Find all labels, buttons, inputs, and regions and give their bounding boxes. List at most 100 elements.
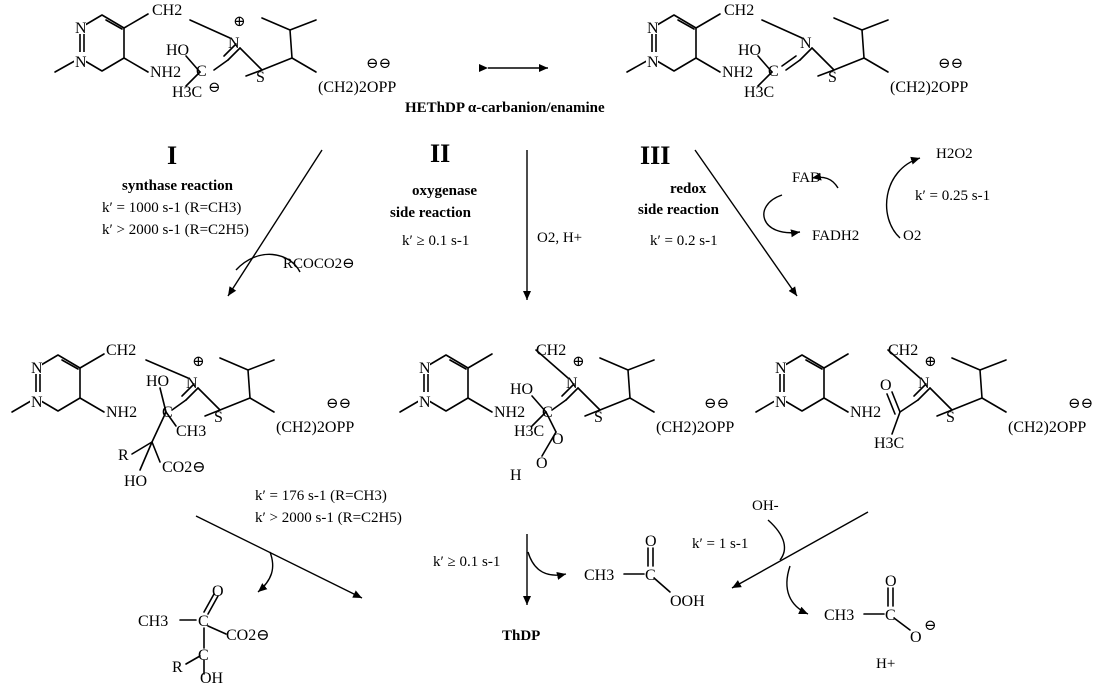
atom-n: N — [419, 394, 431, 411]
atom-n-plus: N — [186, 375, 198, 392]
charge-plus: ⊕ — [233, 14, 246, 30]
atom-s: S — [828, 69, 837, 86]
atom-n-plus: N — [918, 375, 930, 392]
atom-n: N — [75, 54, 87, 71]
acetate-product: CH3 C O O ⊖ H+ — [824, 573, 937, 672]
atom-co2: CO2⊖ — [226, 627, 270, 644]
atom-c: C — [542, 404, 553, 421]
decomp-iii-rate: k′ = 1 s-1 — [692, 536, 748, 552]
atom-co2: CO2⊖ — [162, 459, 206, 476]
pathway-ii-rate: k′ ≥ 0.1 s-1 — [402, 233, 469, 249]
charge-minus: ⊖ — [924, 618, 937, 634]
pathway-i-name: synthase reaction — [122, 178, 234, 194]
atom-n: N — [775, 360, 787, 377]
atom-ch2: CH2 — [888, 342, 918, 359]
atom-oh: OH — [200, 670, 224, 683]
atom-nh2: NH2 — [722, 64, 753, 81]
atom-h3c: H3C — [514, 423, 544, 440]
h2o2-label: H2O2 — [936, 146, 973, 162]
pathway-iii-arrow — [694, 149, 798, 297]
atom-h3c: H3C — [874, 435, 904, 452]
pathway-i-rate-2: k′ > 2000 s-1 (R=C2H5) — [102, 222, 249, 238]
atom-ch3: CH3 — [584, 567, 614, 584]
atom-ch2: CH2 — [724, 2, 754, 19]
atom-ch2: CH2 — [152, 2, 182, 19]
pathway-i-reagent-curve — [235, 253, 301, 273]
atom-s: S — [256, 69, 265, 86]
atom-n: N — [419, 360, 431, 377]
acetohydroxy-acid-product: CH3 C O CO2⊖ C R OH — [138, 583, 270, 683]
atom-chain: (CH2)2OPP — [276, 419, 354, 436]
fadh2-label: FADH2 — [812, 228, 859, 244]
atom-o: O — [552, 431, 564, 448]
atom-n: N — [775, 394, 787, 411]
atom-h3c: H3C — [744, 84, 774, 101]
decomp-ii-release-arrow — [527, 551, 567, 580]
atom-nh2: NH2 — [494, 404, 525, 421]
atom-ch2: CH2 — [106, 342, 136, 359]
intermediate-title: HEThDP α-carbanion/enamine — [405, 100, 605, 116]
charge-2minus: ⊖⊖ — [938, 56, 963, 72]
atom-o: O — [885, 573, 897, 590]
atom-n-plus: N — [566, 375, 578, 392]
atom-n: N — [800, 35, 812, 52]
decomp-i-arrow — [195, 515, 363, 599]
pathway-ii-name-1: oxygenase — [412, 183, 477, 199]
charge-plus: ⊕ — [192, 354, 205, 370]
atom-ch3: CH3 — [176, 423, 206, 440]
synthase-adduct: N N NH2 CH2 N ⊕ S HO C CH3 R CO2⊖ HO (CH… — [11, 342, 354, 490]
decomp-iii-arrow — [731, 511, 869, 589]
atom-ch3: CH3 — [824, 607, 854, 624]
atom-n: N — [647, 54, 659, 71]
decomp-ii-rate: k′ ≥ 0.1 s-1 — [433, 554, 500, 570]
pathway-numeral-ii: II — [430, 139, 450, 168]
atom-n: N — [75, 20, 87, 37]
charge-2minus: ⊖⊖ — [326, 396, 351, 412]
atom-n: N — [31, 360, 43, 377]
atom-c: C — [162, 404, 173, 421]
pathway-iii-name-2: side reaction — [638, 202, 720, 218]
atom-o: O — [880, 377, 892, 394]
atom-n: N — [647, 20, 659, 37]
atom-hplus: H+ — [876, 656, 895, 672]
charge-plus: ⊕ — [572, 354, 585, 370]
atom-h: H — [510, 467, 522, 484]
pathway-ii-reagent: O2, H+ — [537, 230, 582, 246]
atom-ch2: CH2 — [536, 342, 566, 359]
peracetic-acid-product: CH3 C O OOH — [584, 533, 705, 610]
atom-ch3: CH3 — [138, 613, 168, 630]
charge-2minus: ⊖⊖ — [366, 56, 391, 72]
atom-ho: HO — [738, 42, 761, 59]
atom-o: O — [536, 455, 548, 472]
atom-r: R — [172, 659, 183, 676]
charge-2minus: ⊖⊖ — [704, 396, 729, 412]
atom-o: O — [212, 583, 224, 600]
atom-n: N — [31, 394, 43, 411]
fadh2-oxidation-arrow — [811, 172, 839, 189]
atom-ooh: OOH — [670, 593, 705, 610]
atom-c: C — [885, 607, 896, 624]
atom-nh2: NH2 — [850, 404, 881, 421]
fad-reduction-arrow — [763, 194, 801, 238]
atom-h3c: H3C — [172, 84, 202, 101]
atom-nh2: NH2 — [106, 404, 137, 421]
charge-minus: ⊖ — [208, 80, 221, 96]
atom-ho: HO — [166, 42, 189, 59]
atom-o: O — [645, 533, 657, 550]
decomp-i-rate-2: k′ > 2000 s-1 (R=C2H5) — [255, 510, 402, 526]
pathway-i-reagent: RCOCO2⊖ — [283, 256, 355, 272]
pathway-iii-name-1: redox — [670, 181, 707, 197]
atom-o-minus: O — [910, 629, 922, 646]
redox-rate: k′ = 0.25 s-1 — [915, 188, 990, 204]
enamine-structure: N N NH2 CH2 N S HO C H3C (CH2)2OPP ⊖⊖ — [626, 2, 968, 101]
atom-nh2: NH2 — [150, 64, 181, 81]
charge-plus: ⊕ — [924, 354, 937, 370]
atom-s: S — [214, 409, 223, 426]
atom-c: C — [645, 567, 656, 584]
pathway-ii-name-2: side reaction — [390, 205, 472, 221]
atom-c: C — [196, 63, 207, 80]
atom-chain: (CH2)2OPP — [1008, 419, 1086, 436]
pathway-i-arrow — [227, 149, 323, 297]
decomp-iii-release-arrow — [786, 565, 809, 615]
